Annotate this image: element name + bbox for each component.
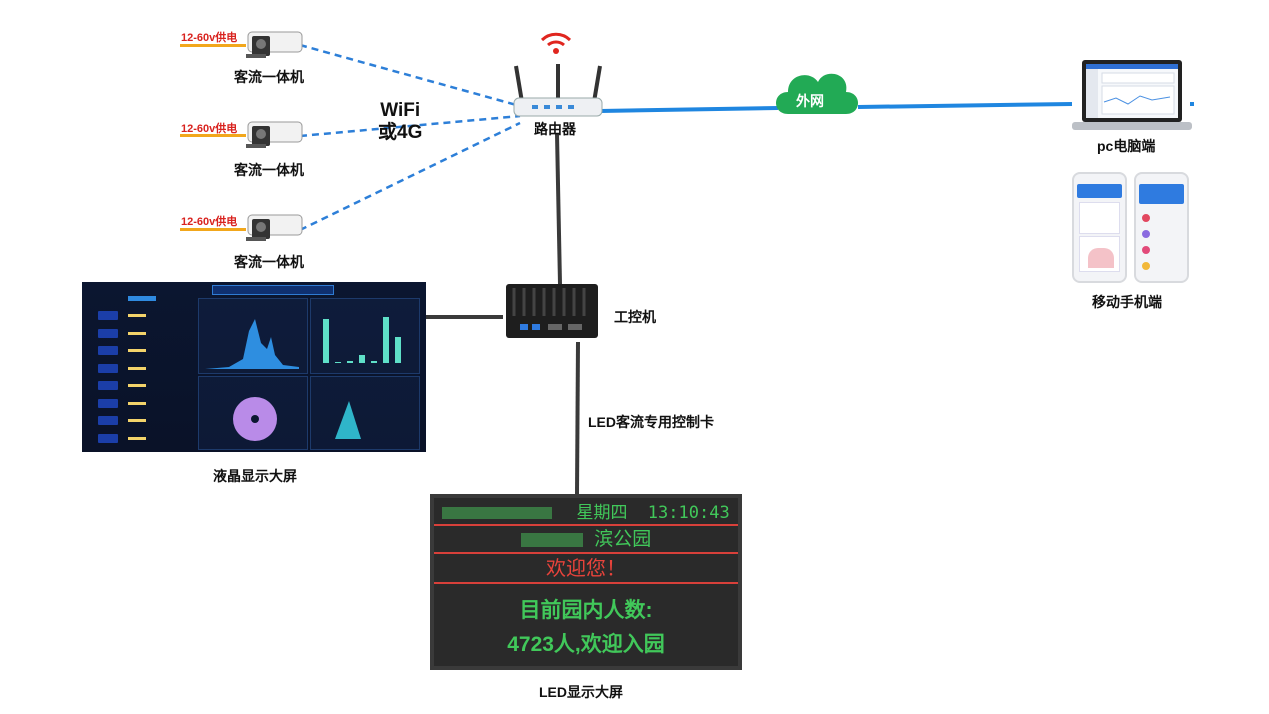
wifi-signal-icon: [540, 32, 572, 54]
pc-label: pc电脑端: [1097, 138, 1156, 154]
power-label: 12-60v供电: [181, 123, 238, 135]
ipc-label: 工控机: [614, 309, 656, 325]
wifi-text: WiFi: [380, 100, 421, 121]
camera-icon: [246, 121, 303, 148]
wired-link-router-ipc: [555, 133, 562, 285]
router-label: 路由器: [534, 121, 576, 137]
power-label: 12-60v供电: [181, 216, 238, 228]
cloud-icon: [776, 73, 858, 114]
led-count-title: 目前园内人数:: [519, 599, 653, 622]
led-weekday: 星期四: [576, 503, 628, 523]
led-count-line: 4723人,欢迎入园: [507, 633, 665, 656]
wireless-link-label: WiFi 或4G: [378, 100, 422, 144]
industrial-pc-icon: [506, 284, 598, 338]
mobile-label: 移动手机端: [1092, 294, 1162, 310]
phone-icon-1: [1072, 172, 1127, 283]
power-cable: [180, 134, 246, 137]
power-label: 12-60v供电: [181, 32, 238, 44]
donut-chart-panel: [198, 376, 308, 450]
led-panel: 星期四 13:10:43 滨公园 欢迎您！ 目前园内人数: 4723人,欢迎入园: [434, 498, 738, 666]
led-park-name: 滨公园: [594, 528, 652, 550]
area-chart-graphic: [205, 319, 299, 369]
router-icon: [513, 64, 603, 117]
laptop-icon: [1072, 60, 1192, 130]
power-cable: [180, 228, 246, 231]
lcd-label: 液晶显示大屏: [213, 468, 297, 484]
led-blurred-text: [442, 507, 553, 519]
led-label: LED显示大屏: [539, 684, 623, 700]
wired-link-ipc-led: [575, 341, 580, 495]
camera-icon: [246, 31, 303, 58]
dashboard-title-bar: [212, 285, 334, 295]
camera-label: 客流一体机: [234, 162, 304, 178]
led-screen: 星期四 13:10:43 滨公园 欢迎您！ 目前园内人数: 4723人,欢迎入园: [430, 494, 742, 670]
cloud-label: 外网: [796, 93, 824, 109]
lcd-screen: [82, 282, 426, 452]
internet-link-router-cloud: [599, 106, 779, 113]
led-blurred-text: [520, 532, 583, 547]
led-time-row: 星期四 13:10:43: [434, 502, 738, 526]
triangle-chart-graphic: [335, 401, 361, 439]
triangle-chart-panel: [310, 376, 420, 450]
camera-icon: [246, 214, 303, 241]
donut-chart-graphic: [233, 397, 277, 441]
camera-label: 客流一体机: [234, 69, 304, 85]
wifi-link-camera-3: [299, 121, 521, 232]
camera-label: 客流一体机: [234, 254, 304, 270]
led-welcome: 欢迎您！: [434, 554, 738, 584]
internet-link-cloud-pc: [857, 102, 1073, 109]
4g-text: 或4G: [378, 122, 423, 143]
power-cable: [180, 44, 246, 47]
bar-chart-graphic: [323, 317, 401, 363]
led-park-row: 滨公园: [434, 526, 738, 554]
dashboard-sidebar: [90, 296, 190, 446]
led-time: 13:10:43: [647, 503, 730, 523]
wifi-link-camera-2: [299, 114, 521, 138]
area-chart-panel: [198, 298, 308, 374]
bar-chart-panel: [310, 298, 420, 374]
wifi-link-camera-1: [299, 43, 521, 108]
control-card-label: LED客流专用控制卡: [588, 414, 714, 430]
phone-icon-2: [1134, 172, 1189, 283]
